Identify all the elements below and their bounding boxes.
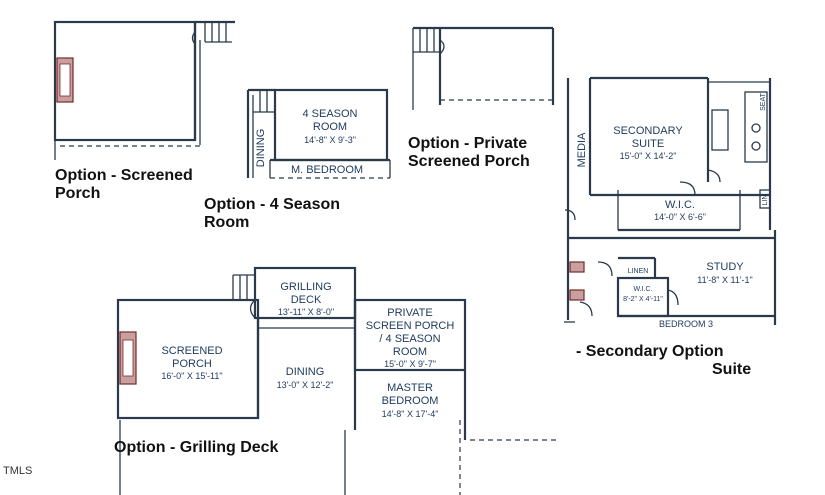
suite-seat-label: SEAT [760, 92, 767, 110]
grilling-deck-plan [116, 266, 560, 495]
caption-screened-porch-line1: Option - Screened [55, 167, 193, 184]
master-bedroom-dimensions: 14'-8" X 17'-4" [382, 409, 439, 419]
caption-grilling-deck: Option - Grilling Deck [114, 439, 279, 456]
master-bedroom-name-line1: MASTER [387, 382, 433, 394]
suite-name-line1: SECONDARY [613, 125, 683, 137]
caption-private-porch-line2: Screened Porch [408, 153, 530, 170]
wic2-label: W.I.C. [633, 286, 652, 293]
private-screened-porch-plan [412, 26, 555, 110]
four-season-room-name-line1: 4 SEASON [302, 108, 357, 120]
grilling-name-line2: DECK [291, 294, 322, 306]
study-label: STUDY [706, 261, 744, 273]
private-porch-name-line4: ROOM [393, 346, 427, 358]
four-season-plan [246, 88, 391, 179]
dining-dimensions: 13'-0" X 12'-2" [277, 380, 334, 390]
suite-dimensions: 15'-0" X 14'-2" [620, 151, 677, 161]
grilling-dimensions: 13'-11" X 8'-0" [278, 307, 334, 317]
four-season-room-dimensions: 14'-8" X 9'-3" [304, 135, 356, 145]
caption-secondary-suite-line1: - Secondary Option [576, 343, 724, 360]
four-season-bedroom-label: M. BEDROOM [291, 164, 363, 176]
caption-secondary-suite-line2: Suite [712, 361, 751, 378]
private-porch-name-line3: / 4 SEASON [379, 333, 440, 345]
suite-lin-label: LIN [762, 195, 769, 206]
wic2-dimensions: 8'-2" X 4'-11" [623, 296, 663, 303]
dining-label: DINING [286, 366, 325, 378]
private-porch-name-line1: PRIVATE [387, 307, 432, 319]
screened-porch-name-line1: SCREENED [161, 345, 222, 357]
caption-four-season-line2: Room [204, 214, 249, 231]
secondary-suite-plan [564, 76, 777, 325]
caption-private-porch-line1: Option - Private [408, 135, 527, 152]
mls-watermark: TMLS [3, 465, 32, 477]
screened-porch-name-line2: PORCH [172, 358, 212, 370]
suite-wic-label: W.I.C. [665, 199, 695, 211]
suite-name-line2: SUITE [632, 138, 664, 150]
four-season-room-name-line2: ROOM [313, 121, 347, 133]
screened-porch-dimensions: 16'-0" X 15'-11" [161, 371, 222, 381]
screened-porch-plan [53, 20, 235, 160]
caption-screened-porch-line2: Porch [55, 185, 100, 202]
master-bedroom-name-line2: BEDROOM [382, 395, 439, 407]
four-season-dining-label: DINING [255, 129, 267, 168]
private-porch-dimensions: 15'-0" X 9'-7" [384, 359, 436, 369]
suite-media-label: MEDIA [576, 132, 588, 168]
suite-wic-dimensions: 14'-0" X 6'-6" [654, 212, 706, 222]
grilling-name-line1: GRILLING [280, 281, 331, 293]
linen-label: LINEN [628, 268, 649, 275]
study-dimensions: 11'-8" X 11'-1" [697, 275, 753, 285]
private-porch-name-line2: SCREEN PORCH [366, 320, 455, 332]
caption-four-season-line1: Option - 4 Season [204, 196, 340, 213]
bedroom3-label: BEDROOM 3 [659, 319, 713, 329]
